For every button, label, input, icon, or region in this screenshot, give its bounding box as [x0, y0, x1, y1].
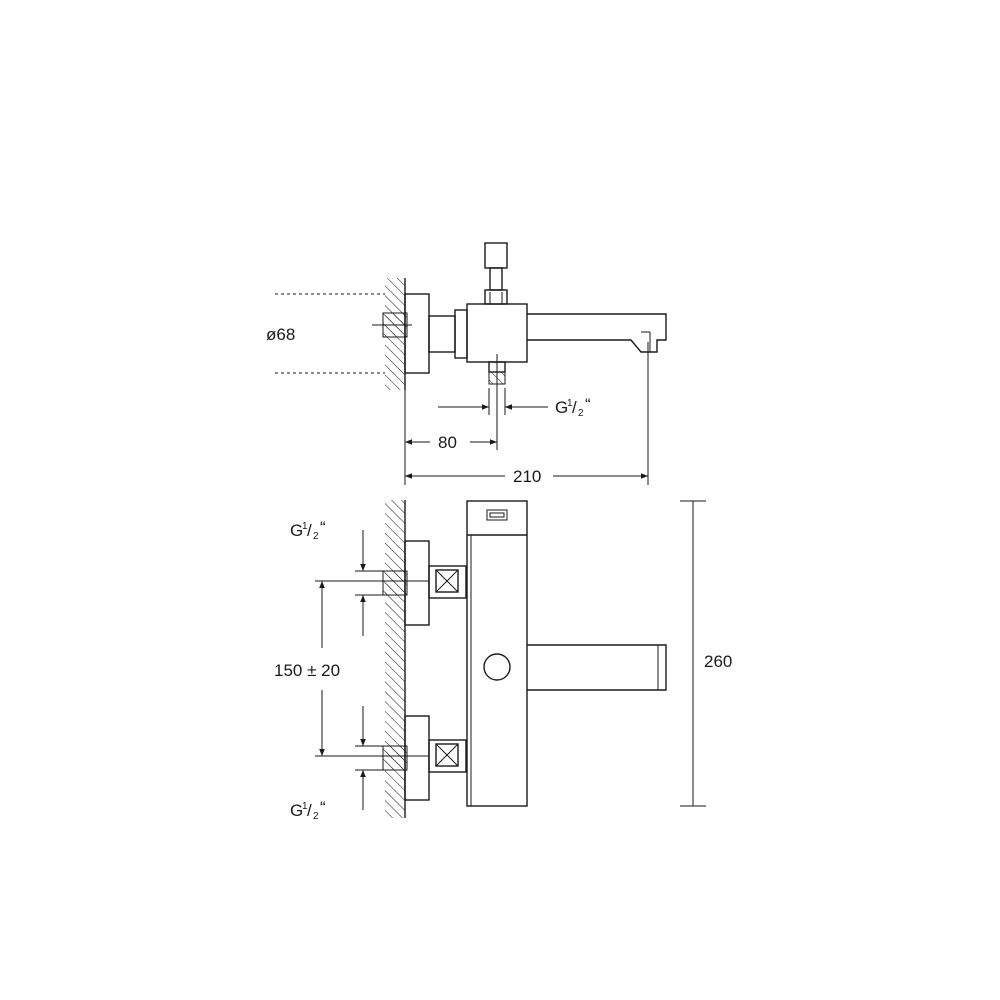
- front-view: G 1 / 2 “ G 1 / 2 “ 150 ± 20: [274, 500, 732, 822]
- spout-front: [527, 644, 667, 691]
- dimension-spacing: 150 ± 20: [274, 581, 340, 756]
- svg-text:2: 2: [578, 408, 584, 419]
- dimension-210: 210: [405, 342, 649, 486]
- top-view: ø68: [266, 242, 667, 486]
- svg-text:1: 1: [302, 521, 308, 532]
- upper-connector: [315, 540, 467, 626]
- spout-top: [527, 313, 667, 353]
- svg-text:2: 2: [313, 531, 319, 542]
- mixer-body-front: [466, 500, 528, 807]
- svg-text:1: 1: [302, 801, 308, 812]
- lower-connector: [315, 715, 467, 801]
- svg-text:80: 80: [438, 433, 457, 452]
- dimension-height: 260: [680, 500, 732, 807]
- svg-text:260: 260: [704, 652, 732, 671]
- nut-top: [454, 309, 468, 359]
- escutcheon-top: [404, 293, 430, 374]
- shower-outlet-pipe: [489, 267, 503, 291]
- svg-text:150 ± 20: 150 ± 20: [274, 661, 340, 680]
- svg-text:210: 210: [513, 467, 541, 486]
- svg-text:G: G: [290, 521, 303, 540]
- control-knob: [483, 653, 511, 681]
- svg-text:“: “: [320, 798, 326, 817]
- svg-text:/: /: [572, 398, 577, 417]
- dimension-80: 80: [404, 390, 498, 485]
- thread-dimension-top: G 1 / 2 “: [438, 388, 591, 419]
- svg-text:G: G: [555, 398, 568, 417]
- svg-text:1: 1: [567, 398, 573, 409]
- svg-text:/: /: [307, 801, 312, 820]
- diameter-label: ø68: [266, 325, 295, 344]
- shower-outlet-cap: [484, 242, 508, 269]
- svg-text:2: 2: [313, 811, 319, 822]
- svg-text:“: “: [585, 395, 591, 414]
- eccentric-connector-top: [428, 315, 456, 353]
- thread-dimension-upper: G 1 / 2 “: [290, 518, 390, 636]
- thread-dimension-lower: G 1 / 2 “: [290, 706, 390, 822]
- svg-text:/: /: [307, 521, 312, 540]
- shower-outlet-nut: [484, 289, 508, 305]
- wall-connector-thread: [372, 312, 412, 338]
- mixer-body-top: [466, 303, 528, 363]
- svg-text:“: “: [320, 518, 326, 537]
- svg-text:G: G: [290, 801, 303, 820]
